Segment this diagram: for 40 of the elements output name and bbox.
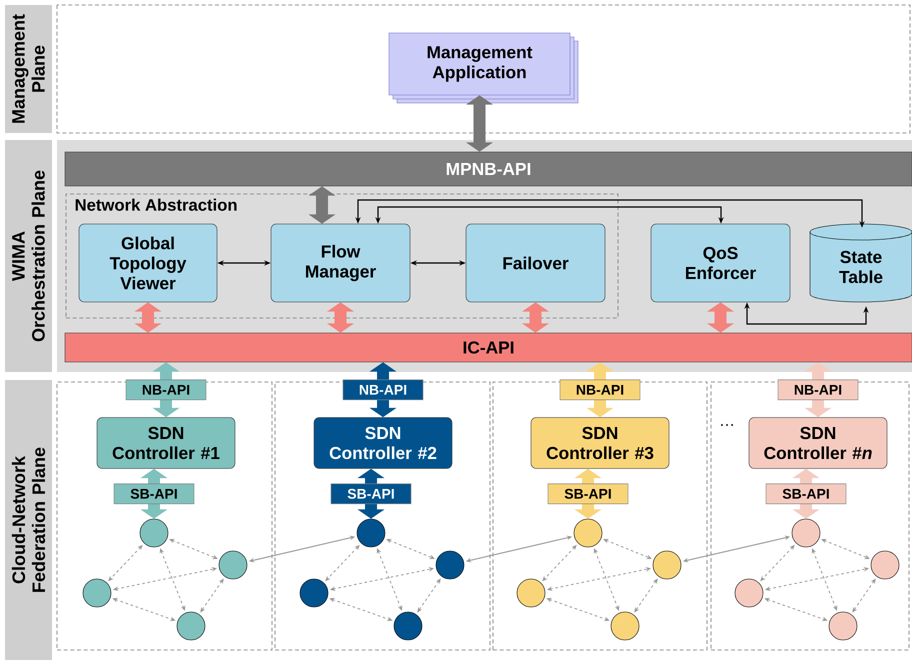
network-node (176, 612, 206, 640)
module-box: Failover (466, 224, 606, 302)
controller-box: SDN Controller #2 (314, 417, 452, 469)
edge-label: SB-API (548, 484, 628, 504)
network-node (516, 578, 546, 608)
network-node (828, 612, 858, 640)
ellipsis-label: … (721, 424, 733, 426)
network-node (218, 550, 248, 580)
module-box: Flow Manager (270, 224, 410, 302)
edge-label: NB-API (342, 380, 424, 400)
network-node (870, 550, 900, 580)
domain-frame (56, 382, 272, 650)
domain-frame (274, 382, 490, 650)
edge-label: SB-API (330, 484, 412, 504)
network-node (82, 578, 112, 608)
network-node (436, 550, 464, 580)
network-node (734, 578, 764, 608)
application-stack: Management Application (388, 32, 578, 104)
network-node (300, 578, 328, 608)
plane-label-band: Cloud-Network Federation Plane (5, 380, 52, 660)
controller-box: SDN Controller #n (748, 417, 888, 469)
domain-frame (710, 382, 910, 650)
plane-label-band: WIMA Orchestration Plane (5, 140, 52, 372)
network-node (394, 612, 422, 640)
edge-label: NB-API (560, 380, 640, 400)
module-box: Global Topology Viewer (78, 224, 218, 302)
controller-box: SDN Controller #1 (96, 417, 236, 469)
network-node (652, 550, 682, 580)
module-box: QoS Enforcer (650, 224, 790, 302)
api-bar: IC-API (64, 332, 912, 362)
api-bar: MPNB-API (64, 152, 912, 186)
network-node (610, 612, 640, 640)
edge-label: NB-API (126, 380, 206, 400)
edge-label: NB-API (778, 380, 858, 400)
edge-label: SB-API (114, 484, 194, 504)
plane-label-band: Management Plane (5, 5, 52, 133)
edge-label: SB-API (766, 484, 846, 504)
database-cylinder: State Table (810, 224, 912, 302)
domain-frame (492, 382, 708, 650)
controller-box: SDN Controller #3 (530, 417, 670, 469)
